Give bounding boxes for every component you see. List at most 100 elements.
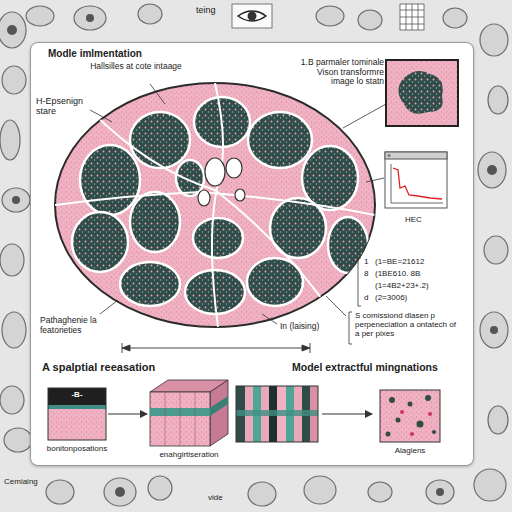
corner-note: vide (208, 494, 223, 503)
feature-map (432, 430, 436, 434)
leader-line (358, 258, 361, 306)
callout-label: In (laising) (280, 322, 319, 332)
cell-sketch (478, 152, 506, 188)
cell-nucleus (12, 196, 20, 204)
cell-sketch (0, 386, 24, 414)
callout-note: S comissiond dlasen p perpeneciation a o… (355, 312, 461, 339)
grid-icon (400, 4, 424, 30)
cell-sketch (46, 480, 74, 504)
inset-image (386, 60, 458, 126)
patch-strips (236, 386, 318, 442)
vessel (198, 158, 245, 206)
tissue-cube (150, 380, 228, 446)
cell-sketch (0, 244, 24, 276)
lobule (193, 218, 243, 258)
image-node: enahgirtiseration (150, 380, 228, 446)
tissue-block (48, 405, 106, 409)
inset-image (398, 71, 442, 114)
cell-sketch (2, 312, 26, 348)
feature-map (400, 410, 404, 414)
leader-line (326, 296, 346, 316)
grid-icon (400, 4, 424, 30)
cell-sketch (484, 236, 508, 264)
dimension-line (302, 345, 310, 351)
feature-map (389, 397, 395, 403)
callout-label: 1.B parmaler tominale Vison transformre … (298, 58, 384, 87)
septum (212, 83, 223, 327)
cell-nucleus (115, 487, 125, 497)
callout-label: Pathaghenie la featorieties (40, 316, 116, 335)
image-node: -B-bonitonposations (48, 388, 106, 440)
cell-sketch (480, 312, 508, 348)
feature-map (400, 410, 432, 436)
lobule (72, 212, 128, 272)
cell-sketch (148, 476, 172, 500)
cell-sketch (0, 4, 508, 506)
cell-sketch (2, 66, 26, 94)
callout-label: Hallsilles at cote intaage (90, 62, 182, 72)
panel-title: Modle imlmentation (48, 48, 142, 59)
leader-line (366, 178, 384, 182)
leader-line (90, 84, 386, 344)
cell-sketch (368, 482, 392, 502)
eye-icon (238, 11, 266, 21)
cell-nucleus (490, 326, 498, 334)
flow-arrow (108, 413, 147, 414)
lobule (130, 112, 190, 168)
eye-icon (232, 4, 272, 28)
cell-sketch (104, 478, 136, 506)
image-caption: Alagiens (395, 447, 426, 456)
cell-sketch (443, 8, 467, 28)
cell-nucleus (487, 165, 497, 175)
dimension-line (122, 343, 310, 353)
image-node: Alagiens (380, 390, 440, 442)
lobule (80, 145, 140, 215)
image-tag: -B- (71, 391, 82, 400)
leader-line (343, 104, 386, 128)
leader-line (90, 110, 112, 122)
lobule (328, 217, 368, 273)
leader-line (150, 84, 165, 104)
vessel (235, 189, 245, 201)
cell-nucleus (7, 14, 498, 497)
lobule (176, 160, 204, 196)
vessel (226, 158, 242, 178)
cell-sketch (4, 428, 32, 452)
row-number: 8 (364, 270, 368, 279)
section-heading: Model extractful mingnations (292, 362, 438, 374)
callout-label: H-Epsenign stare (36, 96, 90, 116)
cell-sketch (358, 10, 382, 30)
feature-map (417, 421, 424, 428)
feature-map (408, 402, 413, 407)
eye-icon (232, 4, 272, 28)
corner-note: Cemiaing (4, 478, 38, 487)
cell-sketch (474, 469, 506, 501)
cell-sketch (488, 406, 508, 434)
cell-sketch (304, 476, 336, 504)
leader-line (349, 312, 352, 344)
tissue-block (48, 388, 106, 440)
cell-sketch (488, 86, 508, 114)
row-number: 1 (364, 258, 368, 267)
lobule (120, 262, 180, 306)
leader-line (262, 314, 277, 324)
feature-map (410, 432, 414, 436)
lobule (130, 192, 180, 252)
panel-box: Modle imlmentation -B-bonitonposations ena… (30, 42, 474, 466)
leader-line (100, 300, 118, 314)
cell-sketch (26, 6, 54, 26)
cell-sketch (316, 6, 344, 26)
cell-sketch (0, 120, 20, 160)
grid-icon (400, 4, 424, 30)
chart-window (393, 168, 442, 199)
section-heading: A spalptial reeasation (42, 361, 155, 373)
feature-map (428, 412, 432, 416)
feature-map (396, 418, 401, 423)
corner-note: teing (196, 5, 216, 15)
formula-text: (2=3006) (375, 294, 407, 303)
lobule (270, 198, 326, 258)
tissue-cube (210, 396, 228, 416)
tissue-cube (150, 392, 210, 446)
